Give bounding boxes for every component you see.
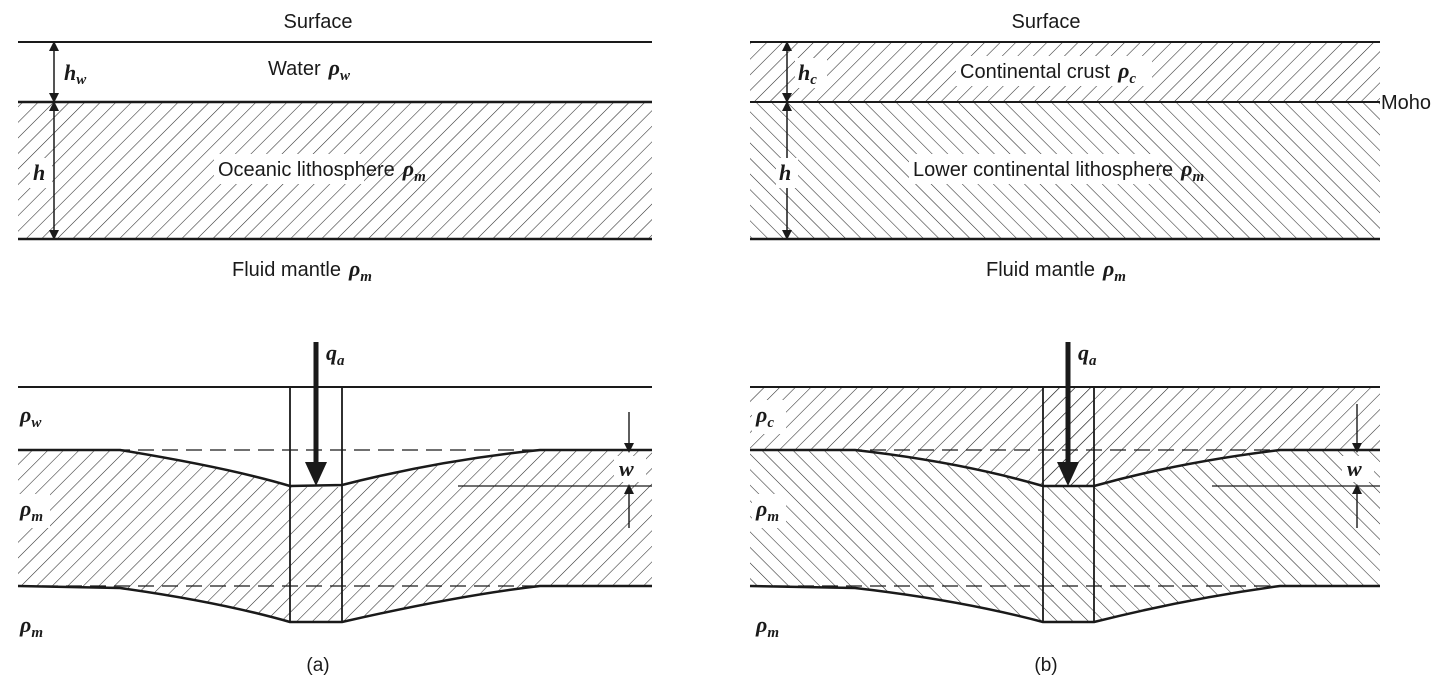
deflected-lithosphere-left-a <box>18 450 290 622</box>
load-label-a: qa <box>326 340 345 369</box>
rho-mantle-label-b: ρm <box>755 612 779 641</box>
deflected-base-curve-b <box>749 584 1380 624</box>
load-column-a <box>290 487 342 622</box>
panel-b-bottom: qa ρc ρm ρm w (b) <box>749 338 1380 676</box>
h-label-a: h <box>33 160 45 185</box>
rho-mantle-label-a: ρm <box>19 612 43 641</box>
rho-water-label: ρw <box>19 402 42 431</box>
caption-b: (b) <box>1034 655 1057 676</box>
w-label-b: w <box>1347 456 1362 481</box>
rho-crust-label: ρc <box>755 402 774 431</box>
deflected-lithosphere-left-b <box>750 450 1043 622</box>
panel-a-bottom: qa ρw ρm ρm w (a) <box>16 340 652 676</box>
w-label-a: w <box>619 456 634 481</box>
load-label-b: qa <box>1078 340 1097 369</box>
caption-a: (a) <box>306 655 329 676</box>
surface-label-a: Surface <box>284 11 353 33</box>
hw-label: hw <box>64 60 87 88</box>
moho-label: Moho <box>1381 92 1431 114</box>
rho-lithosphere-label-b: ρm <box>755 496 779 525</box>
h-label-b: h <box>779 160 791 185</box>
load-arrow-head-a <box>305 462 327 486</box>
rho-lithosphere-label-a: ρm <box>19 496 43 525</box>
deflected-moho-curve-b <box>750 448 1380 488</box>
deflected-lithosphere-right-b <box>1094 450 1380 622</box>
hc-label: hc <box>798 60 817 88</box>
load-column-mantle-b <box>1043 486 1094 622</box>
deflected-lithosphere-right-a <box>342 450 652 622</box>
surface-label-b: Surface <box>1012 11 1081 33</box>
load-arrow-head-b <box>1057 462 1079 486</box>
